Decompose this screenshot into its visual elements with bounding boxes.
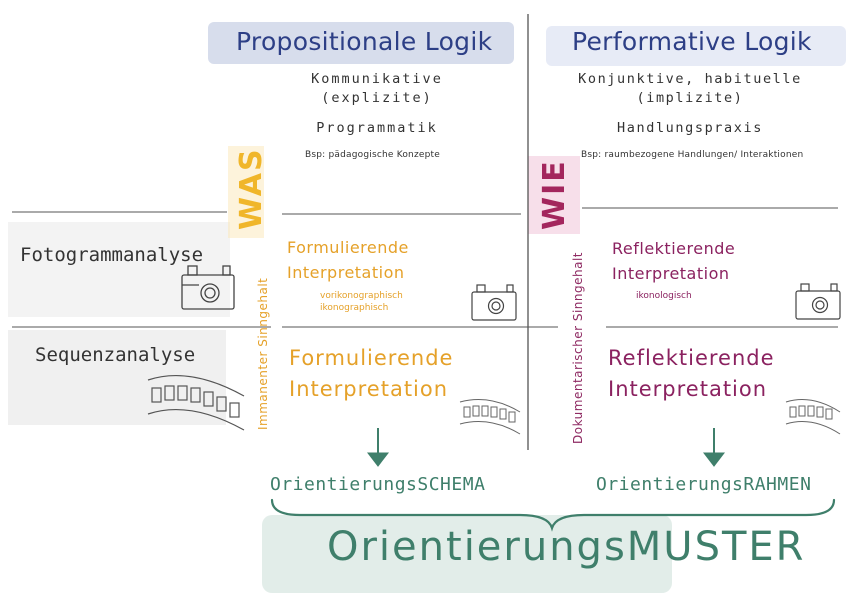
right-logic-line3: Handlungspraxis — [617, 120, 763, 136]
left-logic-line1: Kommunikative — [311, 71, 443, 87]
arrow-down-icon — [702, 428, 726, 467]
left-column-title: Propositionale Logik — [236, 27, 493, 56]
foto-left-sub1: vorikonographisch — [320, 291, 403, 301]
foto-left-line1: Formulierende — [287, 238, 409, 257]
right-example: Bsp: raumbezogene Handlungen/ Interaktio… — [581, 150, 804, 160]
seq-right-interpretation: Reflektierende Interpretation — [608, 343, 775, 405]
camera-icon — [471, 284, 517, 321]
foto-right-sub1: ikonologisch — [636, 291, 692, 301]
dokumentarisch-label: Dokumentarischer Sinngehalt — [571, 251, 585, 444]
sequenz-wash — [8, 330, 226, 425]
was-wash — [228, 146, 264, 238]
left-logic-line2: (explizite) — [321, 90, 433, 106]
right-logic-description: Konjunktive, habituelle (implizite) Hand… — [552, 70, 828, 138]
seq-right-line2: Interpretation — [608, 377, 768, 401]
left-heading-wash — [208, 22, 514, 64]
right-logic-line2: (implizite) — [636, 90, 744, 106]
wie-wash — [528, 156, 580, 234]
seq-right-line1: Reflektierende — [608, 346, 775, 370]
orientierungsschema-label: OrientierungsSCHEMA — [270, 474, 486, 495]
muster-wash — [262, 515, 672, 593]
foto-left-line2: Interpretation — [287, 263, 405, 282]
row-label-fotogrammanalyse: Fotogrammanalyse — [20, 244, 204, 266]
was-label: WAS — [234, 147, 269, 230]
foto-left-sub: vorikonographisch ikonographisch — [320, 290, 403, 314]
right-column-title: Performative Logik — [572, 27, 812, 56]
foto-right-line1: Reflektierende — [612, 239, 736, 258]
seq-left-interpretation: Formulierende Interpretation — [289, 343, 453, 405]
fotogramm-wash — [8, 222, 230, 317]
right-heading-wash — [546, 26, 846, 66]
curly-brace-icon — [270, 498, 836, 532]
immanent-label: Immanenter Sinngehalt — [256, 277, 270, 430]
arrow-down-icon — [366, 428, 390, 467]
right-logic-line1: Konjunktive, habituelle — [578, 71, 802, 87]
left-example: Bsp: pädagogische Konzepte — [305, 150, 441, 160]
orientierungsmuster-label: OrientierungsMUSTER — [327, 524, 806, 570]
left-logic-line3: Programmatik — [316, 120, 438, 136]
seq-left-line1: Formulierende — [289, 346, 454, 370]
seq-left-line2: Interpretation — [289, 377, 449, 401]
film-strip-icon — [785, 399, 841, 435]
camera-icon — [181, 265, 235, 310]
foto-left-sub2: ikonographisch — [320, 303, 389, 313]
orientierungsrahmen-label: OrientierungsRAHMEN — [596, 474, 812, 495]
film-strip-icon — [459, 399, 521, 435]
camera-icon — [795, 283, 841, 320]
film-strip-icon — [147, 375, 245, 431]
foto-right-line2: Interpretation — [612, 264, 730, 283]
left-logic-description: Kommunikative (explizite) Programmatik — [262, 70, 492, 138]
wie-label: WIE — [537, 159, 572, 230]
row-label-sequenzanalyse: Sequenzanalyse — [35, 344, 196, 366]
foto-right-interpretation: Reflektierende Interpretation — [612, 236, 735, 286]
foto-left-interpretation: Formulierende Interpretation — [287, 235, 409, 285]
